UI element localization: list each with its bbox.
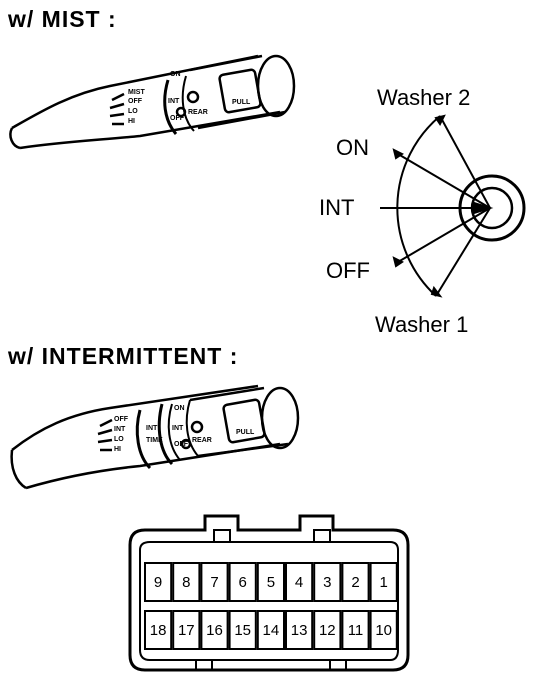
connector-pin-cell [369, 562, 398, 602]
int-rear-int: INT [172, 425, 184, 432]
connector-pin-14: 14 [263, 622, 280, 639]
label-on: ON [336, 135, 369, 160]
connector-pin-13: 13 [291, 622, 308, 639]
connector-pin-cell [285, 562, 314, 602]
connector-pin-cell [228, 562, 257, 602]
int-pos-off: OFF [114, 416, 129, 423]
connector-bottom-row: 18 17 16 15 14 13 12 11 10 [144, 610, 398, 650]
connector-pin-6: 6 [239, 574, 247, 591]
connector-pin-cell [200, 562, 229, 602]
int-rear-off: OFF [174, 441, 189, 448]
intermittent-switch-lever [10, 384, 300, 490]
mist-pos-hi: HI [128, 118, 135, 125]
connector-pin-10: 10 [375, 622, 392, 639]
int-pos-hi: HI [114, 446, 121, 453]
mist-rear-off: OFF [170, 115, 185, 122]
label-washer1: Washer 1 [375, 312, 468, 337]
int-ring-time: TIME [146, 437, 163, 444]
connector-pin-cell [341, 562, 370, 602]
connector-pin-2: 2 [351, 574, 359, 591]
mist-pos-lo: LO [128, 108, 138, 115]
heading-intermittent: w/ INTERMITTENT : [8, 343, 239, 369]
connector-pin-16: 16 [206, 622, 223, 639]
mist-pos-mist: MIST [128, 89, 145, 96]
mist-rear-int: INT [168, 98, 180, 105]
connector-top-row: 9 8 7 6 5 4 3 2 1 [144, 562, 398, 602]
connector-pin-5: 5 [267, 574, 275, 591]
mist-rear-label: REAR [188, 109, 208, 116]
connector-pin-11: 11 [348, 622, 364, 639]
connector-pin-cell [144, 610, 173, 650]
connector-pin-cell [228, 610, 257, 650]
mist-pos-off: OFF [128, 98, 143, 105]
label-washer2: Washer 2 [377, 85, 470, 110]
connector-pin-cell [144, 562, 173, 602]
connector-pin-cell [256, 562, 285, 602]
connector-pin-cell [256, 610, 285, 650]
connector-pin-17: 17 [178, 622, 195, 639]
int-pos-lo: LO [114, 436, 124, 443]
connector-pin-cell [200, 610, 229, 650]
label-int: INT [319, 195, 354, 220]
connector-pin-cell [313, 610, 342, 650]
connector-pin-cell [172, 610, 201, 650]
mist-rear-on: ON [170, 71, 181, 78]
connector-pin-15: 15 [234, 622, 251, 639]
connector-pin-3: 3 [323, 574, 331, 591]
int-rear-label: REAR [192, 437, 212, 444]
mist-switch-lever [9, 54, 296, 150]
connector-housing [128, 514, 410, 672]
connector-pin-cell [172, 562, 201, 602]
connector-pin-1: 1 [380, 574, 388, 591]
connector-pin-cell [313, 562, 342, 602]
connector-pin-9: 9 [154, 574, 162, 591]
connector-pin-8: 8 [182, 574, 190, 591]
rotation-diagram [380, 114, 526, 298]
heading-mist: w/ MIST : [8, 6, 117, 32]
connector-pin-cell [341, 610, 370, 650]
connector-pin-18: 18 [150, 622, 167, 639]
connector-pin-7: 7 [210, 574, 218, 591]
int-pull-label: PULL [236, 429, 255, 436]
connector-pin-4: 4 [295, 574, 303, 591]
mist-pull-label: PULL [232, 99, 251, 106]
label-off: OFF [326, 258, 370, 283]
connector-pin-cell [285, 610, 314, 650]
int-pos-int: INT [114, 426, 126, 433]
connector-pin-12: 12 [319, 622, 336, 639]
int-ring-int: INT [146, 425, 158, 432]
connector-pin-cell [369, 610, 398, 650]
int-rear-on: ON [174, 405, 185, 412]
